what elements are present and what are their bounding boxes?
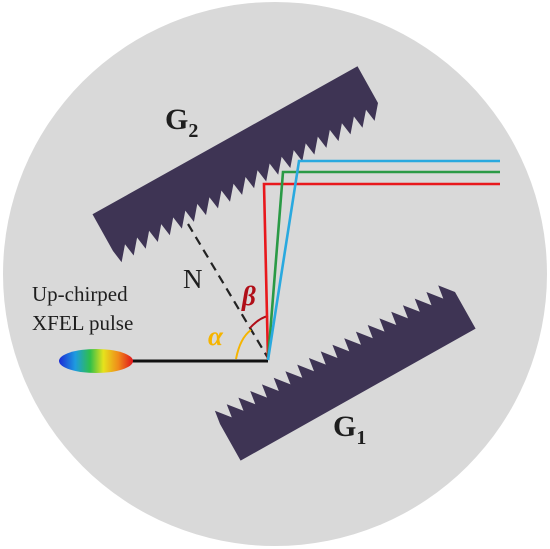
grating-normal-line [187,223,269,359]
ray-blue [266,159,500,361]
alpha-label: α [208,321,224,351]
grating-g1 [214,285,476,461]
xfel-pulse [59,349,133,373]
beta-label: β [241,281,256,311]
grating-g1-body [214,285,476,461]
grating-g1-label: G1 [333,410,366,449]
ray-red [262,182,500,361]
ray-green [266,170,500,361]
grating-g2 [92,66,378,263]
alpha-angle-arc [235,329,252,360]
pulse-label-line2: XFEL pulse [32,311,133,335]
normal-label: N [183,264,203,294]
pulse-label-line1: Up-chirped [32,282,128,306]
grating-g2-body [92,66,378,263]
grating-g2-label: G2 [165,103,198,142]
